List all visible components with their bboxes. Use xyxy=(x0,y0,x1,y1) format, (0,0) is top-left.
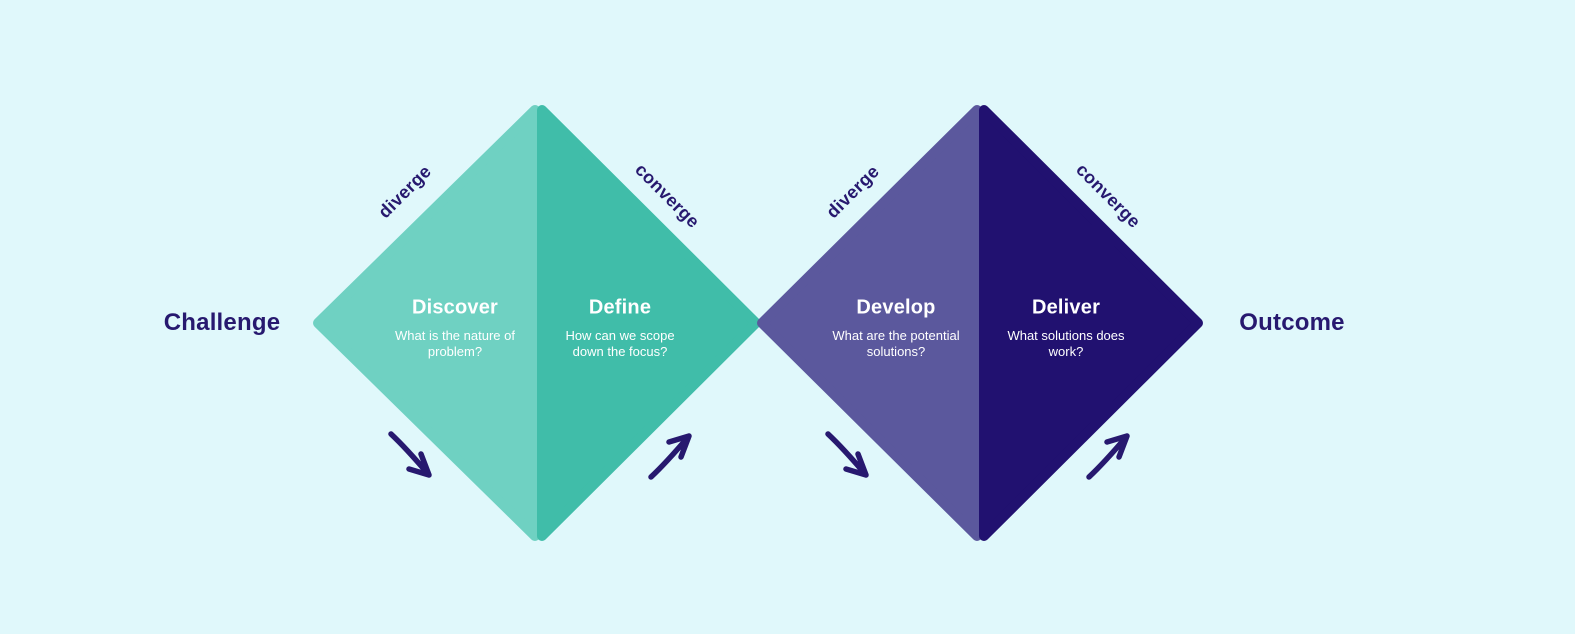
arrow-down-right-icon xyxy=(825,431,869,478)
arrow-down-right-icon xyxy=(388,431,432,478)
outcome-label: Outcome xyxy=(1239,309,1345,336)
develop-triangle xyxy=(757,105,982,541)
arrow-up-right-icon xyxy=(648,433,692,480)
define-title: Define xyxy=(588,296,652,319)
deliver-triangle xyxy=(979,105,1203,541)
define-description: How can we scope down the focus? xyxy=(565,328,675,359)
define-triangle xyxy=(537,105,761,541)
deliver-description: What solutions does work? xyxy=(1007,328,1125,359)
develop-description: What are the potential solutions? xyxy=(832,328,960,359)
develop-title: Develop xyxy=(856,296,936,319)
challenge-label: Challenge xyxy=(163,309,281,336)
discover-title: Discover xyxy=(411,296,499,319)
arrow-up-right-icon xyxy=(1086,433,1130,480)
deliver-title: Deliver xyxy=(1031,296,1101,319)
discover-description: What is the nature of problem? xyxy=(395,328,515,359)
discover-triangle xyxy=(313,105,540,541)
